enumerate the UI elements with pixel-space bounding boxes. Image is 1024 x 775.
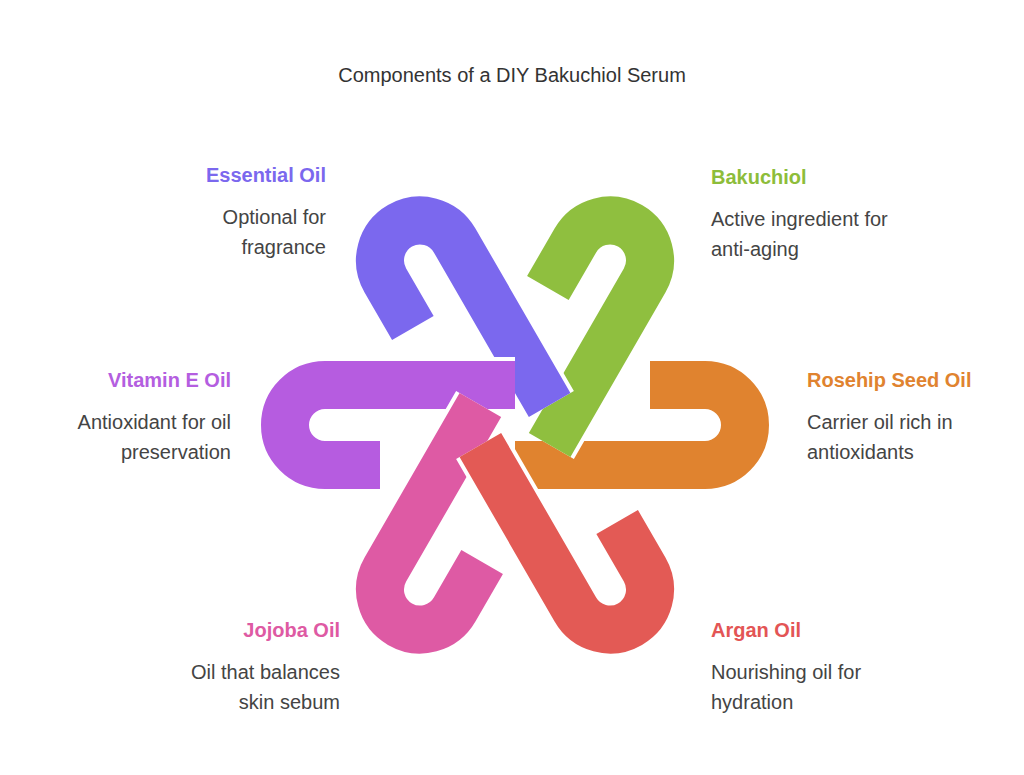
component-heading: Jojoba Oil [155, 615, 340, 645]
component-heading: Vitamin E Oil [36, 365, 231, 395]
label-group: Argan OilNourishing oil for hydration [711, 615, 901, 717]
label-group: Rosehip Seed OilCarrier oil rich in anti… [807, 365, 1012, 467]
label-group: BakuchiolActive ingredient for anti-agin… [711, 162, 891, 264]
component-heading: Argan Oil [711, 615, 901, 645]
component-description: Active ingredient for anti-aging [711, 204, 891, 264]
component-heading: Rosehip Seed Oil [807, 365, 1012, 395]
label-group: Vitamin E OilAntioxidant for oil preserv… [36, 365, 231, 467]
component-heading: Bakuchiol [711, 162, 891, 192]
component-description: Nourishing oil for hydration [711, 657, 901, 717]
argan-loop [480, 405, 664, 644]
component-description: Carrier oil rich in antioxidants [807, 407, 1012, 467]
component-heading: Essential Oil [186, 160, 326, 190]
label-group: Essential OilOptional for fragrance [186, 160, 326, 262]
component-description: Antioxidant for oil preservation [36, 407, 231, 467]
label-group: Jojoba OilOil that balances skin sebum [155, 615, 340, 717]
component-description: Oil that balances skin sebum [155, 657, 340, 717]
component-description: Optional for fragrance [186, 202, 326, 262]
diagram-title: Components of a DIY Bakuchiol Serum [0, 62, 1024, 88]
